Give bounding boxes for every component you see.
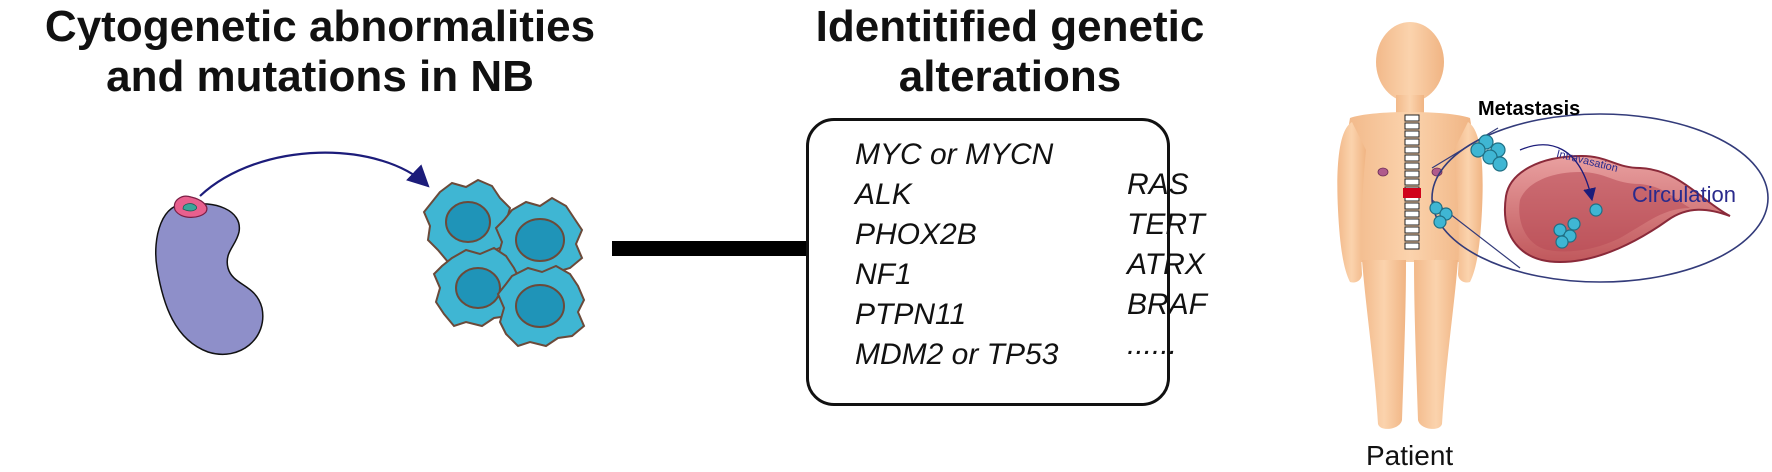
tumor-cell-icon bbox=[432, 246, 522, 328]
left-title-line1: Cytogenetic abnormalities bbox=[44, 2, 596, 51]
gene-label: ATRX bbox=[1127, 248, 1205, 281]
middle-title-line2: alterations bbox=[898, 52, 1122, 101]
gene-label: RAS bbox=[1127, 168, 1189, 201]
gene-label: BRAF bbox=[1127, 288, 1208, 321]
gene-label: MDM2 or TP53 bbox=[855, 338, 1059, 371]
connector-bar bbox=[612, 241, 806, 256]
metastasis-label: Metastasis bbox=[1478, 98, 1581, 120]
left-title-line2: and mutations in NB bbox=[106, 52, 534, 101]
blood-vessel-icon bbox=[1504, 154, 1731, 264]
gene-label: NF1 bbox=[855, 258, 912, 291]
gene-label: MYC or MYCN bbox=[855, 138, 1054, 171]
gene-label: PHOX2B bbox=[855, 218, 977, 251]
gene-label: ALK bbox=[855, 178, 912, 211]
vessel-cell-cluster bbox=[1553, 217, 1581, 249]
adrenal-tumor-icon bbox=[173, 195, 208, 218]
tumor-cell-cluster bbox=[422, 178, 586, 348]
invading-cell-cluster bbox=[1429, 201, 1453, 229]
gene-column-2: RAS TERT ATRX BRAF...... bbox=[1127, 165, 1207, 365]
middle-title-line1: Identitified genetic bbox=[815, 2, 1205, 51]
gene-label: PTPN11 bbox=[855, 298, 967, 331]
metastasis-inset bbox=[1431, 113, 1769, 283]
gene-label: TERT bbox=[1127, 208, 1205, 241]
intravasation-arrow bbox=[1519, 144, 1596, 202]
progression-arrow bbox=[199, 151, 430, 197]
left-panel-title: Cytogenetic abnormalities and mutations … bbox=[0, 2, 640, 102]
kidney-icon bbox=[155, 203, 264, 356]
circulation-label: Circulation bbox=[1632, 182, 1736, 207]
primary-tumor-marker bbox=[1403, 188, 1421, 198]
patient-label: Patient bbox=[1366, 440, 1454, 471]
middle-panel-title: Identitified genetic alterations bbox=[780, 2, 1240, 102]
circulating-cell-cluster bbox=[1470, 134, 1508, 172]
tumor-cell-icon bbox=[494, 196, 584, 282]
left-kidney-small bbox=[1377, 167, 1389, 177]
single-circulating-cell bbox=[1589, 203, 1603, 217]
gene-label: ...... bbox=[1127, 328, 1178, 361]
spine-icon bbox=[1404, 114, 1420, 250]
tumor-cell-icon bbox=[496, 264, 586, 348]
